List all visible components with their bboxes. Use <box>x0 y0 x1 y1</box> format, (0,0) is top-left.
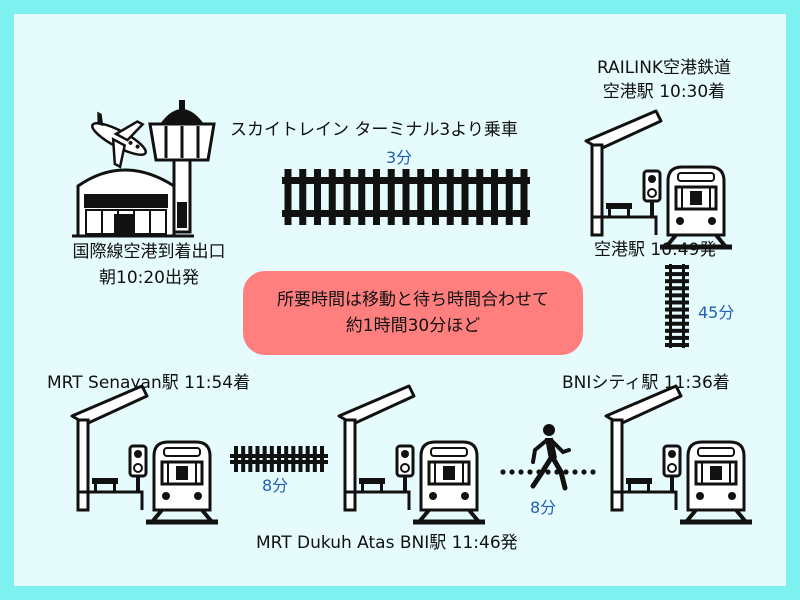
railink-departure-time: 空港駅 10:49発 <box>594 240 717 260</box>
railink-arrival-time: 空港駅 10:30着 <box>602 82 726 102</box>
airport-departure-time: 朝10:20出発 <box>99 268 199 288</box>
walking-route <box>500 424 596 491</box>
railink-station-icon <box>584 109 732 250</box>
airport-illustration <box>72 100 216 238</box>
railink-track-icon <box>665 264 689 348</box>
route-diagram: 国際線空港到着出口 朝10:20出発 スカイトレイン ターミナル3より乗車 3分… <box>0 0 800 600</box>
dukuh-atas-station-icon <box>337 384 485 525</box>
mrt-track-icon <box>230 446 328 472</box>
skytrain-track-icon <box>282 169 530 225</box>
bni-city-arrival-label: BNIシティ駅 11:36着 <box>562 373 730 393</box>
mrt-duration: 8分 <box>262 476 289 495</box>
bni-city-station-icon <box>604 384 752 525</box>
dukuh-atas-departure-label: MRT Dukuh Atas BNI駅 11:46発 <box>256 533 518 553</box>
railink-line-label: RAILINK空港鉄道 <box>596 58 732 78</box>
airport-exit-label: 国際線空港到着出口 <box>72 242 226 262</box>
skytrain-label: スカイトレイン ターミナル3より乗車 <box>230 120 518 140</box>
note-line-1: 所要時間は移動と待ち時間合わせて <box>277 290 549 310</box>
walking-person-icon <box>530 424 571 491</box>
note-line-2: 約1時間30分ほど <box>345 316 481 336</box>
senayan-arrival-label: MRT Senayan駅 11:54着 <box>47 373 251 393</box>
terminal-building-icon <box>72 168 194 238</box>
skytrain-duration: 3分 <box>386 148 413 167</box>
airplane-icon <box>90 111 148 169</box>
railink-duration: 45分 <box>698 303 735 322</box>
senayan-station-icon <box>70 384 218 525</box>
walk-duration: 8分 <box>530 498 557 517</box>
total-time-note: 所要時間は移動と待ち時間合わせて 約1時間30分ほど <box>243 271 583 355</box>
